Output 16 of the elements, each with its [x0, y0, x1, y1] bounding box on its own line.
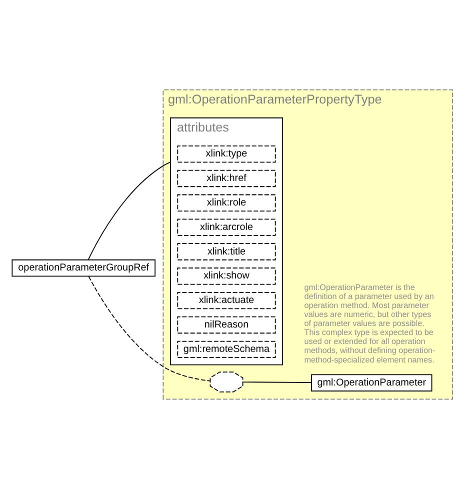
node-box: gml:OperationParameter [311, 374, 432, 391]
node-box: xlink:title [177, 242, 276, 260]
connector [88, 275, 211, 381]
node-box: xlink:actuate [177, 291, 276, 309]
node-box: operationParameterGroupRef [12, 258, 156, 276]
node-box: xlink:show [177, 267, 276, 284]
connector [242, 381, 312, 382]
node-box: xlink:type [177, 144, 276, 162]
node-label: gml:OperationParameter is the definition of a parameter used by an operation method. Most parameter values are numeric, but other types of parameter values are possible. This complex type is expected to be used or extended for all operation methods, without defining operation-method-specialized element names. [304, 282, 436, 364]
node-box: xlink:href [177, 169, 276, 187]
node-box: xlink:arcrole [177, 218, 276, 236]
node-octagon [210, 371, 244, 392]
node-box: xlink:role [177, 194, 276, 211]
node-box: nilReason [177, 316, 276, 334]
connector [88, 161, 171, 260]
node-box: gml:remoteSchema [177, 340, 276, 358]
